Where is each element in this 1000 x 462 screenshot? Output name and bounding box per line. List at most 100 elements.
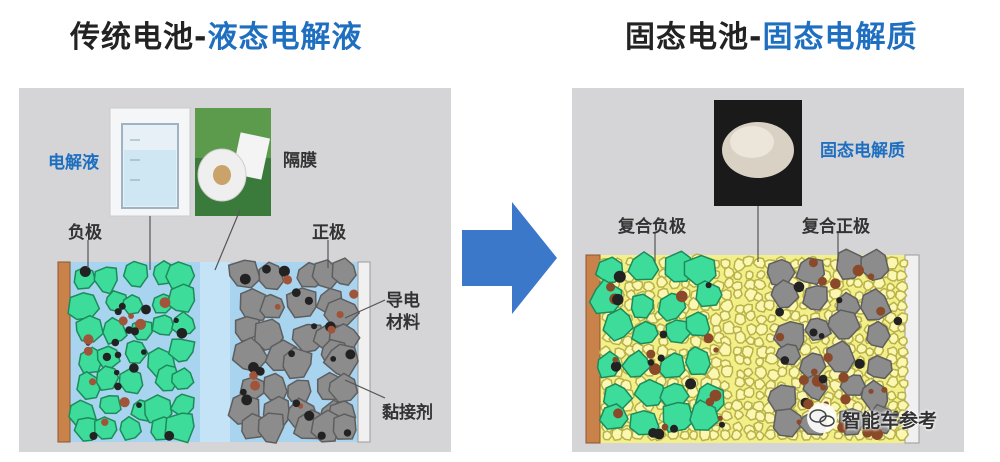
solid-conductive-dot: [659, 330, 668, 339]
solid-electrolyte-grain: [886, 390, 898, 401]
solid-conductive-dot: [685, 378, 697, 390]
solid-conductive-dot: [810, 368, 818, 376]
conductive-dot: [164, 430, 175, 441]
separator-band: [200, 262, 230, 442]
anode-particle: [93, 416, 118, 440]
solid-electrolyte-grain: [602, 430, 613, 441]
solid-conductive-dot: [818, 333, 825, 339]
solid-anode-current-collector: [585, 254, 601, 444]
conductive-dot: [135, 318, 146, 330]
conductive-dot: [250, 380, 261, 391]
anode-particle: [124, 340, 149, 364]
solid-conductive-dot: [798, 375, 809, 385]
left-title-main: 传统电池-: [70, 20, 208, 55]
solid-electrolyte-grain: [897, 346, 909, 357]
solid-electrolyte-grain: [730, 429, 743, 441]
composite-cathode-particle: [860, 248, 890, 282]
solid-electrolyte-grain: [719, 310, 732, 322]
solid-electrolyte-grain: [744, 310, 757, 322]
solid-conductive-dot: [775, 307, 784, 317]
conductive-dot: [278, 265, 290, 277]
conductive-dot: [330, 356, 337, 362]
solid-electrolyte-grain: [614, 347, 627, 360]
watermark-text: 智能车参考: [842, 410, 938, 432]
conductive-dot: [89, 378, 97, 386]
conductive-dot: [118, 316, 128, 326]
solid-electrolyte-grain: [658, 336, 669, 347]
conductive-dot: [128, 313, 135, 319]
anode-particle: [99, 395, 122, 415]
anode-particle: [167, 338, 196, 363]
solid-electrolyte-grain: [742, 255, 755, 268]
conductive-dot: [79, 266, 91, 277]
conductive-dot: [349, 289, 359, 299]
left-title: 传统电池-液态电解液: [70, 12, 362, 56]
conductive-dot: [114, 351, 122, 359]
solid-conductive-dot: [649, 363, 661, 375]
composite-anode-particle: [621, 349, 652, 378]
solid-electrolyte-grain: [753, 336, 765, 348]
solid-electrolyte-grain: [733, 270, 743, 281]
solid-conductive-dot: [647, 359, 655, 366]
solid-electrolyte-grain: [720, 409, 734, 422]
solid-electrolyte-grain: [754, 322, 769, 337]
solid-electrolyte-grain: [764, 411, 776, 424]
conductive-dot: [343, 429, 352, 437]
solid-electrolyte-grain: [730, 399, 744, 412]
composite-anode-particle: [602, 307, 634, 342]
conductive-dot: [274, 303, 281, 310]
solid-electrolyte-grain: [722, 320, 737, 335]
composite-anode-particle: [630, 293, 654, 319]
solid-electrolyte-grain: [788, 365, 801, 379]
conductive-dot: [83, 334, 94, 345]
solid-electrolyte-grain: [755, 430, 765, 441]
solid-electrolyte-grain: [763, 299, 775, 312]
cathode-label: 正极: [312, 223, 346, 243]
transition-arrow: [462, 202, 557, 314]
solid-conductive-dot: [809, 328, 818, 337]
separator-label: 隔膜: [283, 151, 317, 171]
solid-conductive-dot: [840, 394, 851, 405]
solid-electrolyte-grain: [734, 330, 747, 344]
solid-electrolyte-grain: [753, 278, 767, 290]
solid-electrolyte-grain: [763, 429, 776, 441]
solid-conductive-dot: [780, 356, 790, 365]
solid-conductive-dot: [646, 349, 656, 359]
right-title-accent: 固态电解质: [762, 20, 918, 55]
solid-conductive-dot: [837, 422, 848, 433]
solid-conductive-dot: [817, 276, 827, 286]
cathode-current-collector: [357, 261, 371, 443]
solid-electrolyte-grain: [752, 257, 766, 269]
solid-electrolyte-grain: [754, 365, 768, 379]
solid-conductive-dot: [897, 419, 903, 425]
conductive-dot: [241, 394, 253, 406]
solid-electrolyte-grain: [897, 365, 909, 378]
conductive-dot: [336, 311, 344, 319]
anode-current-collector: [57, 261, 71, 443]
conductive-dot: [83, 346, 93, 356]
solid-conductive-dot: [709, 389, 722, 402]
composite-anode-particle: [684, 345, 711, 376]
solid-electrolyte-grain: [631, 279, 644, 292]
conductive-dot: [102, 352, 112, 362]
conductive-dot: [176, 328, 188, 339]
solid-conductive-dot: [803, 399, 814, 410]
solid-electrolyte-grain: [768, 322, 780, 333]
anode-particle: [121, 294, 144, 315]
solid-conductive-dot: [657, 354, 665, 362]
solid-conductive-dot: [703, 333, 714, 344]
solid-electrolyte-grain: [833, 388, 843, 400]
solid-electrolyte-grain: [777, 366, 788, 378]
binder-label: 黏接剂: [382, 403, 433, 423]
solid-electrolyte-powder-image: [714, 100, 802, 206]
solid-electrolyte-grain: [899, 258, 909, 268]
solid-conductive-dot: [868, 388, 874, 394]
conductive-label-line1: 导电: [386, 291, 420, 311]
composite-cathode-particle: [770, 279, 800, 309]
conductive-dot: [119, 397, 130, 408]
solid-conductive-dot: [793, 281, 805, 293]
conductive-dot: [129, 363, 139, 373]
solid-conductive-dot: [713, 347, 719, 353]
solid-electrolyte-grain: [720, 429, 731, 441]
solid-electrolyte-grain: [720, 364, 734, 378]
